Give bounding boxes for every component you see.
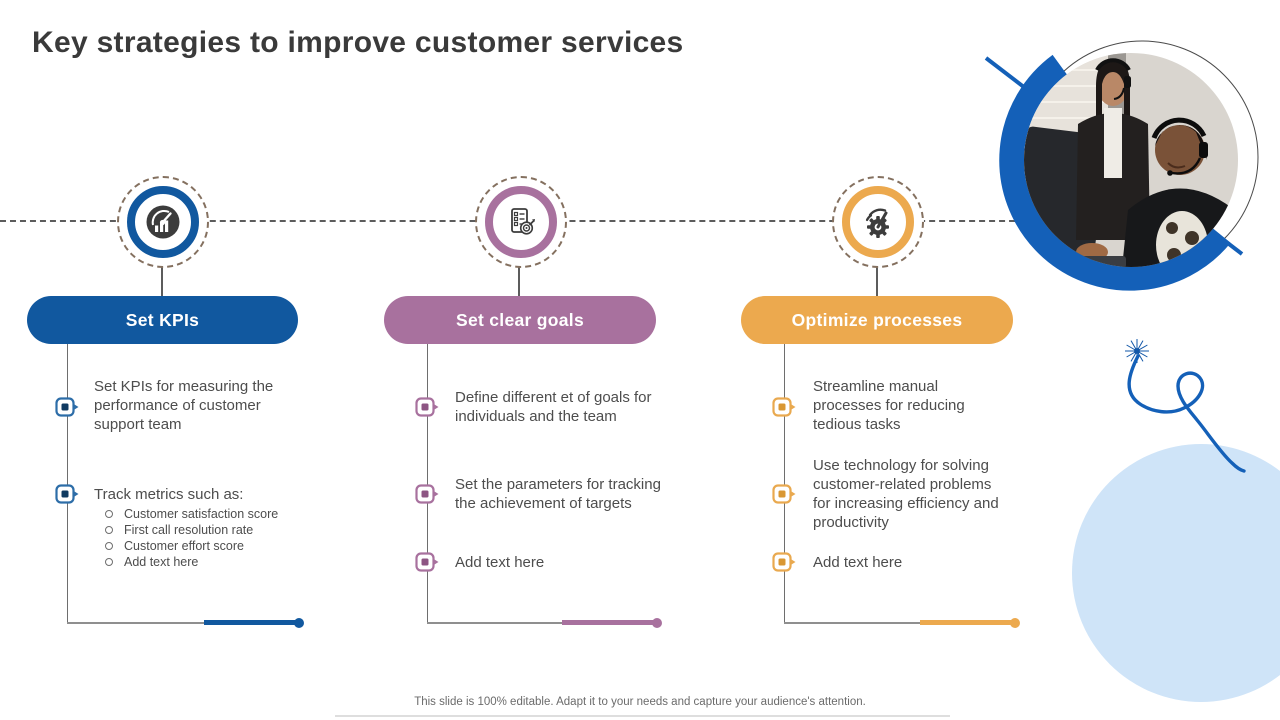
- footer-ghost-line: [335, 715, 950, 717]
- column-base-line: [784, 622, 1015, 624]
- accent-bar: [920, 620, 1014, 625]
- bullet-text: Streamline manual processes for reducing…: [813, 378, 965, 433]
- blue-arc-decoration: [999, 54, 1231, 291]
- node-connector: [161, 266, 163, 296]
- sub-bullet: Customer effort score: [105, 538, 244, 554]
- node-connector: [518, 266, 520, 296]
- bullet-text: Add text here: [813, 554, 903, 571]
- bullet-marker: [55, 484, 79, 504]
- bullet-text: Track metrics such as:: [94, 486, 244, 503]
- header-pill-optimize-processes[interactable]: Optimize processes: [741, 296, 1013, 344]
- bullet-marker: [415, 397, 439, 417]
- pill-label: Optimize processes: [791, 309, 963, 330]
- kpi-gauge-icon: [146, 205, 180, 239]
- timeline-node: [832, 176, 924, 268]
- gear-optimization-icon: [865, 208, 889, 238]
- sub-bullet-text: Add text here: [124, 555, 199, 569]
- end-dot: [652, 617, 662, 628]
- bullet-marker: [772, 552, 796, 572]
- sub-bullet-text: Customer effort score: [124, 539, 244, 553]
- footer-note: This slide is 100% editable. Adapt it to…: [414, 696, 866, 708]
- node-ring: [842, 186, 914, 258]
- circle-bullet-icon: [105, 510, 113, 518]
- timeline-node: [117, 176, 209, 268]
- sub-bullet: Customer satisfaction score: [105, 506, 278, 522]
- sub-bullet: First call resolution rate: [105, 522, 253, 538]
- column-base-line: [67, 622, 299, 624]
- accent-bar: [204, 620, 298, 625]
- starburst-icon: [1134, 348, 1140, 354]
- column-base-line: [427, 622, 657, 624]
- sub-bullet-text: First call resolution rate: [124, 523, 254, 537]
- bullet-text: Use technology for solving customer-rela…: [813, 457, 999, 531]
- checklist-target-icon: [511, 208, 535, 235]
- node-connector: [876, 266, 878, 296]
- pill-label: Set KPIs: [125, 309, 200, 330]
- end-dot: [294, 617, 304, 628]
- bullet-text: Define different et of goals for individ…: [455, 389, 652, 425]
- node-ring: [127, 186, 199, 258]
- sub-bullet: Add text here: [105, 554, 198, 570]
- sub-bullet-text: Customer satisfaction score: [124, 507, 279, 521]
- circle-bullet-icon: [105, 526, 113, 534]
- pill-label: Set clear goals: [455, 309, 585, 330]
- column-line: [783, 344, 785, 623]
- team-photo-decoration: [960, 8, 1280, 310]
- bullet-text: Set the parameters for tracking the achi…: [455, 476, 661, 512]
- circle-bullet-icon: [105, 558, 113, 566]
- circle-bullet-icon: [105, 542, 113, 550]
- node-ring: [485, 186, 557, 258]
- column-line: [426, 344, 428, 623]
- header-pill-set-kpis[interactable]: Set KPIs: [27, 296, 298, 344]
- bullet-marker: [772, 484, 796, 504]
- timeline-node: [475, 176, 567, 268]
- end-dot: [1010, 617, 1020, 628]
- bullet-text: Set KPIs for measuring the performance o…: [94, 378, 274, 433]
- column-line: [66, 344, 68, 623]
- squiggle-decoration: [1125, 339, 1246, 473]
- bullet-marker: [415, 484, 439, 504]
- accent-bar: [562, 620, 656, 625]
- bullet-marker: [55, 397, 79, 417]
- header-pill-set-clear-goals[interactable]: Set clear goals: [384, 296, 656, 344]
- bullet-text: Add text here: [455, 554, 545, 571]
- page-title: Key strategies to improve customer servi…: [32, 26, 684, 59]
- bullet-marker: [772, 397, 796, 417]
- bullet-marker: [415, 552, 439, 572]
- light-blue-circle-decoration: [1072, 444, 1280, 702]
